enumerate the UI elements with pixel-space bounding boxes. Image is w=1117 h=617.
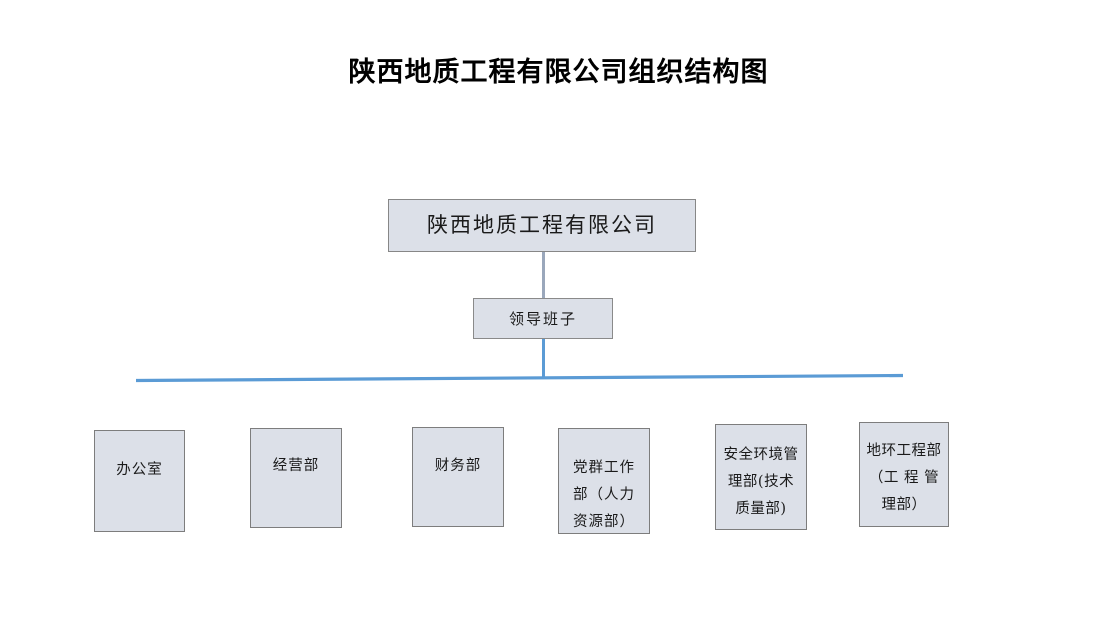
org-node-department-safety-environment-label: 安全环境管 理部(技术 质量部) bbox=[723, 447, 799, 517]
org-node-department-geo-engineering[interactable]: 地环工程部 （工 程 管 理部） bbox=[859, 422, 949, 527]
connector-company-to-leadership bbox=[542, 252, 545, 298]
org-node-department-management-label: 经营部 bbox=[272, 458, 320, 474]
org-node-department-management[interactable]: 经营部 bbox=[250, 428, 342, 528]
org-node-department-finance[interactable]: 财务部 bbox=[412, 427, 504, 527]
org-node-department-safety-environment[interactable]: 安全环境管 理部(技术 质量部) bbox=[715, 424, 807, 530]
department-bus-line bbox=[135, 373, 904, 383]
org-node-department-office[interactable]: 办公室 bbox=[94, 430, 185, 532]
org-node-company[interactable]: 陕西地质工程有限公司 bbox=[388, 199, 696, 252]
org-node-department-finance-label: 财务部 bbox=[434, 458, 482, 474]
org-node-leadership-label: 领导班子 bbox=[508, 309, 577, 328]
org-node-leadership[interactable]: 领导班子 bbox=[473, 298, 613, 339]
page-title: 陕西地质工程有限公司组织结构图 bbox=[348, 57, 769, 88]
org-node-company-label: 陕西地质工程有限公司 bbox=[427, 212, 657, 237]
connector-department-bus bbox=[130, 362, 910, 390]
org-node-department-party-hr[interactable]: 党群工作 部（人力 资源部） bbox=[558, 428, 650, 534]
connector-leadership-to-bus bbox=[542, 339, 545, 378]
org-node-department-geo-engineering-label: 地环工程部 （工 程 管 理部） bbox=[866, 443, 942, 513]
org-node-department-office-label: 办公室 bbox=[116, 462, 163, 478]
org-node-department-party-hr-label: 党群工作 部（人力 资源部） bbox=[573, 460, 635, 530]
